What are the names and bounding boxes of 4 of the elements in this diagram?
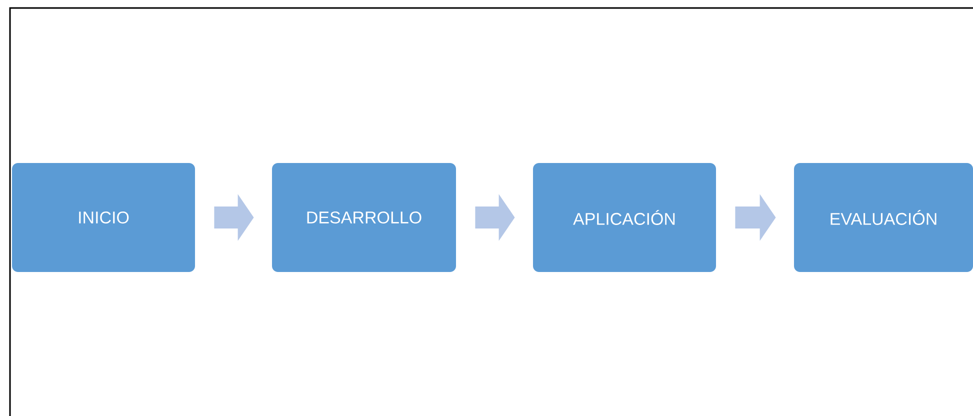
process-box: INICIO [12,163,195,272]
process-box: EVALUACIÓN [794,163,973,272]
process-box: APLICACIÓN [533,163,716,272]
process-box: DESARROLLO [272,163,456,272]
